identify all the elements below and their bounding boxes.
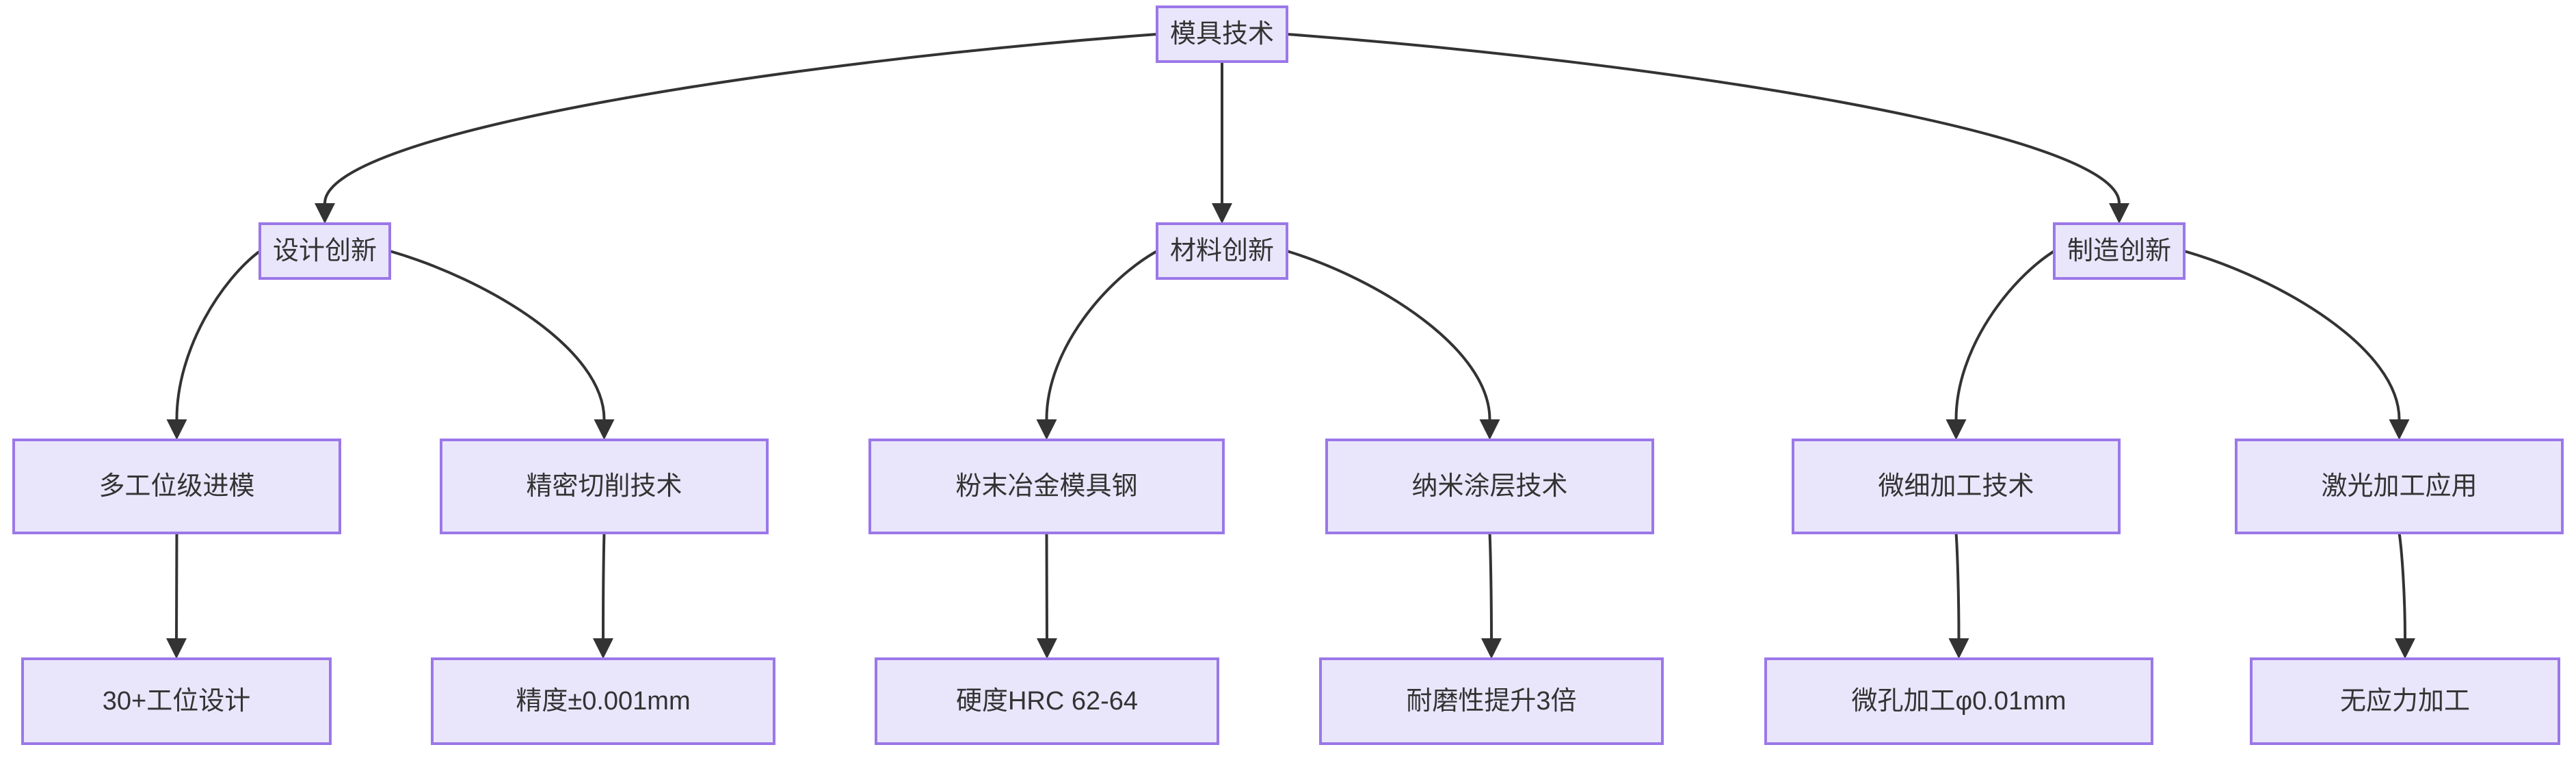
edge-l2a-to-l3a	[166, 250, 261, 440]
edge-line	[1954, 532, 1961, 639]
edge-line	[175, 532, 178, 639]
node-l2c[interactable]: 制造创新	[2053, 222, 2186, 280]
arrow-head-icon	[315, 203, 335, 224]
node-label: 材料创新	[1170, 237, 1274, 265]
node-label: 粉末冶金模具钢	[955, 472, 1137, 501]
node-label: 多工位级进模	[98, 472, 254, 501]
edge-l3a-to-l4a	[166, 532, 187, 659]
node-box[interactable]	[2053, 222, 2186, 280]
edge-line	[602, 532, 606, 639]
arrow-head-icon	[2395, 638, 2415, 659]
edge-root-to-l2c	[1286, 33, 2129, 224]
edge-l3f-to-l4f	[2395, 532, 2415, 659]
edge-line	[1286, 33, 2121, 204]
edge-line	[1954, 250, 2056, 420]
node-label: 精度±0.001mm	[516, 687, 690, 716]
edge-line	[1045, 532, 1048, 639]
node-label: 设计创新	[273, 237, 377, 265]
node-label: 激光加工应用	[2321, 472, 2477, 501]
edge-l2c-to-l3f	[2183, 250, 2410, 440]
edge-l2a-to-l3b	[389, 250, 615, 440]
arrow-head-icon	[593, 638, 613, 659]
node-label: 微孔加工φ0.01mm	[1852, 687, 2067, 716]
edge-l2b-to-l3c	[1036, 250, 1158, 440]
edge-line	[1488, 532, 1493, 639]
node-l2a[interactable]: 设计创新	[258, 222, 391, 280]
arrow-head-icon	[1948, 638, 1969, 659]
node-box[interactable]	[2235, 439, 2564, 534]
edges-layer	[166, 33, 2415, 659]
edge-line	[2183, 250, 2401, 420]
node-label: 耐磨性提升3倍	[1406, 687, 1576, 716]
edge-line	[175, 250, 261, 420]
edge-line	[2398, 532, 2406, 639]
node-box[interactable]	[12, 439, 341, 534]
node-box[interactable]	[875, 657, 1219, 745]
node-label: 模具技术	[1170, 20, 1274, 49]
arrow-head-icon	[1036, 419, 1057, 440]
node-label: 微细加工技术	[1878, 472, 2034, 501]
node-box[interactable]	[431, 657, 775, 745]
node-l3a[interactable]: 多工位级进模	[12, 439, 341, 534]
node-label: 硬度HRC 62-64	[956, 687, 1138, 716]
node-label: 制造创新	[2067, 237, 2171, 265]
edge-l2c-to-l3e	[1946, 250, 2056, 440]
arrow-head-icon	[2389, 419, 2410, 440]
edge-l3e-to-l4e	[1948, 532, 1969, 659]
node-box[interactable]	[440, 439, 769, 534]
node-l3e[interactable]: 微细加工技术	[1792, 439, 2121, 534]
node-box[interactable]	[1325, 439, 1654, 534]
edge-root-to-l2a	[315, 33, 1158, 224]
node-label: 30+工位设计	[103, 687, 250, 716]
edge-line	[1286, 250, 1491, 420]
arrow-head-icon	[1037, 638, 1057, 659]
node-box[interactable]	[1156, 222, 1288, 280]
edge-l3c-to-l4c	[1037, 532, 1057, 659]
edge-root-to-l2b	[1212, 62, 1232, 224]
node-l4a[interactable]: 30+工位设计	[21, 657, 332, 745]
arrow-head-icon	[1946, 419, 1967, 440]
node-box[interactable]	[2250, 657, 2560, 745]
node-label: 纳米涂层技术	[1411, 472, 1567, 501]
node-l3c[interactable]: 粉末冶金模具钢	[868, 439, 1225, 534]
node-l4e[interactable]: 微孔加工φ0.01mm	[1764, 657, 2153, 745]
node-label: 精密切削技术	[526, 472, 682, 501]
node-box[interactable]	[1319, 657, 1664, 745]
arrow-head-icon	[1481, 638, 1502, 659]
node-l4c[interactable]: 硬度HRC 62-64	[875, 657, 1219, 745]
arrow-head-icon	[166, 638, 187, 659]
edge-l3b-to-l4b	[593, 532, 613, 659]
edge-line	[1045, 250, 1158, 420]
node-box[interactable]	[21, 657, 332, 745]
node-box[interactable]	[868, 439, 1225, 534]
arrow-head-icon	[1479, 419, 1500, 440]
node-box[interactable]	[1792, 439, 2121, 534]
node-l2b[interactable]: 材料创新	[1156, 222, 1288, 280]
node-root[interactable]: 模具技术	[1156, 5, 1288, 63]
node-l3b[interactable]: 精密切削技术	[440, 439, 769, 534]
edge-l3d-to-l4d	[1481, 532, 1502, 659]
node-l4f[interactable]: 无应力加工	[2250, 657, 2560, 745]
arrow-head-icon	[594, 419, 615, 440]
edge-line	[389, 250, 606, 420]
node-box[interactable]	[1156, 5, 1288, 63]
node-l4d[interactable]: 耐磨性提升3倍	[1319, 657, 1664, 745]
node-box[interactable]	[258, 222, 391, 280]
edge-line	[323, 33, 1158, 204]
node-l4b[interactable]: 精度±0.001mm	[431, 657, 775, 745]
arrow-head-icon	[2109, 203, 2129, 224]
arrow-head-icon	[1212, 203, 1232, 224]
node-l3f[interactable]: 激光加工应用	[2235, 439, 2564, 534]
node-box[interactable]	[1764, 657, 2153, 745]
node-l3d[interactable]: 纳米涂层技术	[1325, 439, 1654, 534]
arrow-head-icon	[166, 419, 187, 440]
node-label: 无应力加工	[2340, 687, 2470, 716]
edge-l2b-to-l3d	[1286, 250, 1500, 440]
